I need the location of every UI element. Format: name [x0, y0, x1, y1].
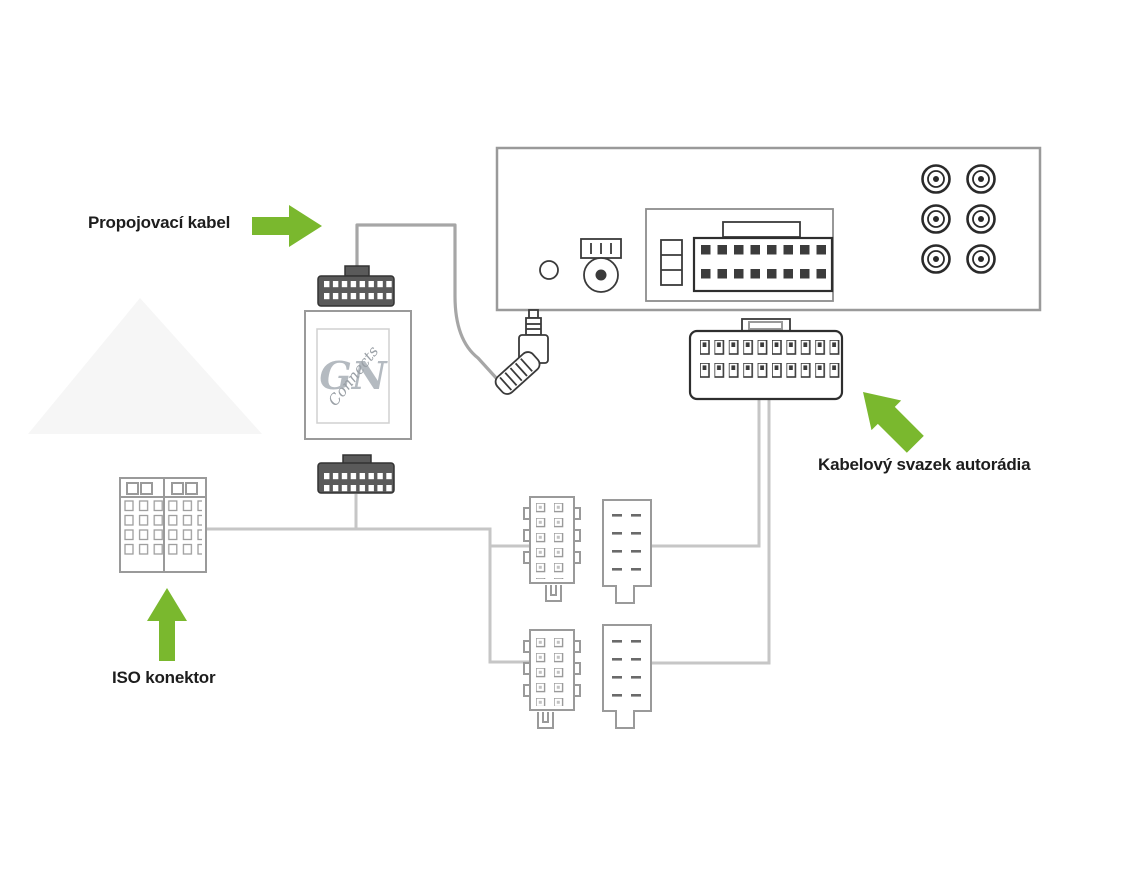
arrow-up-left-icon [863, 392, 924, 453]
adapter-label-area [316, 328, 390, 424]
antenna-jack [580, 238, 622, 293]
adapter-top-tab [344, 265, 370, 277]
interconnect-cable [355, 223, 500, 382]
harness-wire-upper [651, 399, 761, 548]
latch-b [537, 712, 554, 729]
adapter-bottom-connector [317, 462, 395, 494]
iso-connector [119, 477, 207, 573]
iso-wire-upper [206, 527, 530, 548]
label-iso-konektor: ISO konektor [112, 668, 216, 687]
harness-connector [688, 318, 844, 401]
adapter-logo-monogram: GN [319, 353, 387, 398]
iso-wire-lower [488, 546, 530, 664]
adapter-box [304, 265, 412, 494]
pin-connector-b [523, 629, 581, 729]
wires [206, 223, 771, 665]
label-propojovaci-kabel: Propojovací kabel [88, 213, 231, 232]
aux-jack-plug [494, 309, 549, 395]
pin-connector-a [523, 496, 581, 602]
watermark-shape [28, 298, 262, 434]
radio-rear-panel [495, 146, 1042, 312]
ground-post [539, 260, 559, 280]
latch-a [545, 585, 562, 602]
adapter-top-connector [317, 275, 395, 307]
socket-connector-b [602, 624, 652, 729]
jack-strain-relief [494, 351, 541, 395]
socket-connector-a [602, 499, 652, 604]
arrow-right-icon [252, 205, 322, 247]
arrow-up-icon [147, 588, 187, 661]
harness-wire-lower [651, 399, 771, 665]
radio-main-connector [645, 208, 834, 302]
adapter-logo: GN Connects [317, 329, 389, 423]
label-kabelovy-svazek: Kabelový svazek autorádia [818, 455, 1031, 474]
